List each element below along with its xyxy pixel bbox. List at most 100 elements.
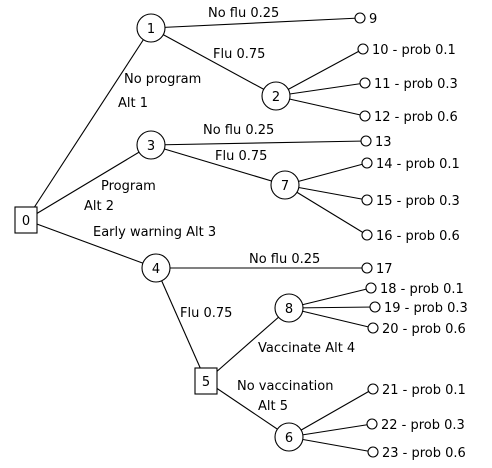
node-3: 3 (136, 130, 166, 160)
node-2: 2 (261, 81, 291, 111)
leaf-node-marker (361, 229, 373, 241)
edge-label-no-flu-4: No flu 0.25 (249, 252, 320, 267)
node-10: 10 - prob 0.1 (357, 43, 456, 58)
leaf-label: 21 - prob 0.1 (382, 383, 466, 398)
edge-label-vaccinate: Vaccinate Alt 4 (258, 341, 355, 356)
edge-3-to-7 (150, 144, 286, 186)
node-20: 20 - prob 0.6 (367, 322, 466, 337)
leaf-label: 11 - prob 0.3 (374, 77, 458, 92)
leaf-node-marker (360, 135, 372, 147)
edge-label-no-flu-1: No flu 0.25 (208, 6, 279, 21)
nodes-layer: 0 1 2 3 4 5 6 7 8 9 10 - prob 0.1 11 - prob 0.3 12 -… (14, 12, 468, 461)
node-12: 12 - prob 0.6 (359, 110, 458, 125)
leaf-label: 14 - prob 0.1 (376, 157, 460, 172)
chance-node-circle (274, 422, 304, 452)
node-label: 3 (147, 139, 155, 154)
leaf-label: 22 - prob 0.3 (381, 418, 465, 433)
edge-0-to-4 (25, 219, 157, 269)
edge-2-to-10 (275, 48, 364, 97)
edge-label-no-flu-3: No flu 0.25 (203, 123, 274, 138)
leaf-label: 20 - prob 0.6 (382, 322, 466, 337)
edge-1-to-9 (150, 17, 361, 29)
edge-label-no-program: No program (124, 72, 201, 87)
node-13: 13 (360, 135, 392, 150)
edge-label-early-warning: Early warning Alt 3 (93, 225, 216, 240)
node-label: 2 (272, 90, 280, 105)
leaf-node-marker (365, 282, 377, 294)
node-15: 15 - prob 0.3 (361, 194, 460, 209)
node-9: 9 (354, 12, 377, 27)
node-21: 21 - prob 0.1 (367, 383, 466, 398)
leaf-label: 12 - prob 0.6 (374, 110, 458, 125)
leaf-label: 19 - prob 0.3 (384, 301, 468, 316)
edge-0-to-1 (25, 27, 152, 221)
leaf-node-marker (361, 194, 373, 206)
chance-node-circle (270, 170, 300, 200)
node-23: 23 - prob 0.6 (367, 446, 466, 461)
node-label: 1 (147, 22, 155, 37)
node-label: 7 (281, 179, 289, 194)
leaf-label: 17 (376, 262, 393, 277)
chance-node-circle (136, 130, 166, 160)
node-4: 4 (141, 253, 171, 283)
leaf-node-marker (367, 446, 379, 458)
node-11: 11 - prob 0.3 (359, 77, 458, 92)
leaf-node-marker (359, 110, 371, 122)
node-7: 7 (270, 170, 300, 200)
node-22: 22 - prob 0.3 (366, 418, 465, 433)
leaf-node-marker (359, 77, 371, 89)
edge-label-alt-1: Alt 1 (118, 96, 148, 111)
leaf-node-marker (361, 157, 373, 169)
leaf-node-marker (366, 418, 378, 430)
node-0: 0 (14, 206, 38, 234)
leaf-label: 10 - prob 0.1 (372, 43, 456, 58)
edge-2-to-11 (275, 82, 366, 97)
node-label: 6 (285, 431, 293, 446)
node-14: 14 - prob 0.1 (361, 157, 460, 172)
edge-labels-layer: No flu 0.25 Flu 0.75 No program Alt 1 No… (84, 6, 355, 414)
leaf-label: 13 (375, 135, 392, 150)
leaf-node-marker (361, 262, 373, 274)
leaf-node-marker (367, 383, 379, 395)
chance-node-circle (136, 13, 166, 43)
edge-label-alt-5: Alt 5 (258, 399, 288, 414)
edge-0-to-3 (25, 144, 152, 221)
node-19: 19 - prob 0.3 (369, 301, 468, 316)
leaf-node-marker (357, 43, 369, 55)
edge-label-program: Program (101, 179, 156, 194)
node-5: 5 (194, 367, 218, 395)
edge-4-to-5 (155, 267, 207, 382)
leaf-node-marker (354, 12, 366, 24)
edge-6-to-21 (288, 388, 374, 438)
node-label: 8 (285, 302, 293, 317)
edge-label-no-vaccination: No vaccination (237, 379, 333, 394)
leaf-label: 23 - prob 0.6 (382, 446, 466, 461)
node-16: 16 - prob 0.6 (361, 229, 460, 244)
node-label: 5 (202, 375, 210, 390)
edge-label-flu-3: Flu 0.75 (215, 149, 267, 164)
edge-5-to-6 (205, 380, 290, 438)
leaf-label: 18 - prob 0.1 (380, 282, 464, 297)
node-label: 0 (22, 214, 30, 229)
leaf-label: 9 (369, 12, 377, 27)
node-17: 17 (361, 262, 393, 277)
edge-label-flu-1: Flu 0.75 (213, 47, 265, 62)
decision-node-box (194, 367, 218, 395)
decision-node-box (14, 206, 38, 234)
edge-3-to-13 (150, 140, 367, 146)
leaf-label: 16 - prob 0.6 (376, 229, 460, 244)
edge-label-alt-2: Alt 2 (84, 199, 114, 214)
chance-node-circle (261, 81, 291, 111)
leaf-node-marker (369, 301, 381, 313)
edge-5-to-8 (205, 307, 290, 382)
node-1: 1 (136, 13, 166, 43)
chance-node-circle (141, 253, 171, 283)
edge-7-to-16 (284, 184, 368, 236)
edge-1-to-2 (150, 27, 277, 97)
node-6: 6 (274, 422, 304, 452)
chance-node-circle (274, 293, 304, 323)
node-8: 8 (274, 293, 304, 323)
leaf-node-marker (367, 322, 379, 334)
node-18: 18 - prob 0.1 (365, 282, 464, 297)
